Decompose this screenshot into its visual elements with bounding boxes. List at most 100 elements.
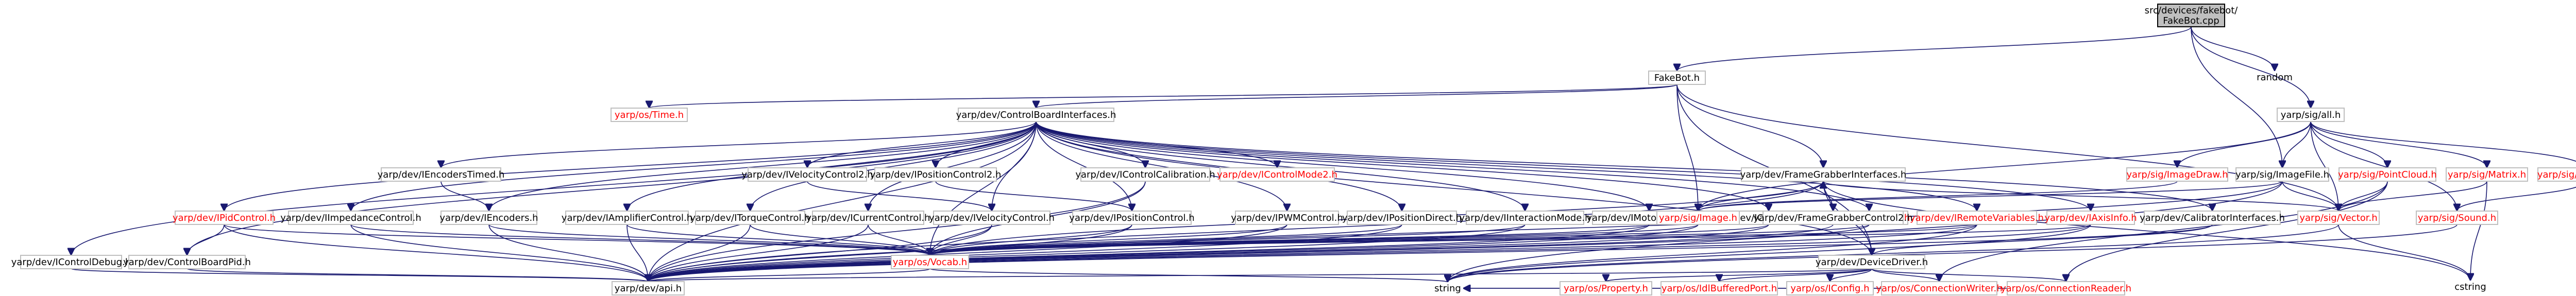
node-pidcontrol[interactable]: yarp/dev/IPidControl.h xyxy=(173,211,276,224)
edge-root-to-fakebot_h xyxy=(1677,27,2191,71)
edge-velocity2-to-velocity xyxy=(807,181,992,211)
node-label-amplifier: yarp/dev/IAmplifierControl.h xyxy=(562,213,692,223)
node-root[interactable]: src/devices/fakebot/FakeBot.cpp xyxy=(2145,4,2239,27)
node-interaction[interactable]: yarp/dev/IInteractionMode.h xyxy=(1460,211,1591,224)
node-label-pidcontrol: yarp/dev/IPidControl.h xyxy=(173,213,276,223)
node-api[interactable]: yarp/dev/api.h xyxy=(612,282,684,295)
node-matrix[interactable]: yarp/sig/Matrix.h xyxy=(2446,168,2528,181)
node-label-api: yarp/dev/api.h xyxy=(615,283,682,294)
node-framegrabber[interactable]: yarp/dev/FrameGrabberInterfaces.h xyxy=(1740,168,1907,181)
node-position[interactable]: yarp/dev/IPositionControl.h xyxy=(1069,211,1194,224)
node-sig_image[interactable]: yarp/sig/Image.h xyxy=(1657,211,1739,224)
edge-devicedriver-to-connreader xyxy=(1872,269,2066,282)
node-vocab[interactable]: yarp/os/Vocab.h xyxy=(891,255,969,269)
node-idl_bufferedport[interactable]: yarp/os/IdlBufferedPort.h xyxy=(1661,282,1777,295)
edge-devicedriver-to-api xyxy=(648,269,1872,282)
node-label-remotevariables: yarp/dev/IRemoteVariables.h xyxy=(1910,213,2044,223)
node-connreader[interactable]: yarp/os/ConnectionReader.h xyxy=(2001,282,2131,295)
node-label-position2: yarp/dev/IPositionControl2.h xyxy=(870,169,1002,180)
node-cstring[interactable]: cstring xyxy=(2454,282,2486,292)
node-label-imagedraw: yarp/sig/ImageDraw.h xyxy=(2126,169,2228,180)
node-label-encoders_timed: yarp/dev/IEncodersTimed.h xyxy=(378,169,505,180)
node-pointcloud[interactable]: yarp/sig/PointCloud.h xyxy=(2338,168,2437,181)
node-calibrator[interactable]: yarp/dev/CalibratorInterfaces.h xyxy=(2140,211,2285,224)
edge-cbi-to-vocab xyxy=(930,121,1036,255)
node-sig_vector[interactable]: yarp/sig/Vector.h xyxy=(2298,211,2379,224)
edge-interaction-to-api xyxy=(648,224,1525,282)
node-soundfile[interactable]: yarp/sig/SoundFile.h xyxy=(2537,168,2576,181)
node-fg_control2[interactable]: yarp/dev/FrameGrabberControl2.h xyxy=(1753,211,1912,224)
node-label-iencoders: yarp/dev/IEncoders.h xyxy=(439,213,538,223)
node-label-positiondirect: yarp/dev/IPositionDirect.h xyxy=(1342,213,1462,223)
node-encoders_timed[interactable]: yarp/dev/IEncodersTimed.h xyxy=(378,168,505,181)
node-label-controldebug: yarp/dev/IControlDebug.h xyxy=(11,257,131,268)
node-random[interactable]: random xyxy=(2257,72,2293,83)
node-label-torque: yarp/dev/ITorqueControl.h xyxy=(690,213,810,223)
node-yarp_os_time[interactable]: yarp/os/Time.h xyxy=(611,108,687,121)
node-current[interactable]: yarp/dev/ICurrentControl.h xyxy=(806,211,930,224)
node-imagedraw[interactable]: yarp/sig/ImageDraw.h xyxy=(2126,168,2228,181)
node-velocity2[interactable]: yarp/dev/IVelocityControl2.h xyxy=(741,168,873,181)
edge-controldebug-to-api xyxy=(71,269,648,282)
edge-yarp_sig_all-to-pointcloud xyxy=(2311,121,2387,168)
edge-root-to-random xyxy=(2191,27,2275,71)
node-sig_sound[interactable]: yarp/sig/Sound.h xyxy=(2416,211,2498,224)
edge-imagefile-to-sig_vector xyxy=(2282,181,2338,211)
node-label-sig_sound: yarp/sig/Sound.h xyxy=(2418,213,2496,223)
node-label-vocab: yarp/os/Vocab.h xyxy=(893,257,967,268)
node-label-controlmode: yarp/dev/IControlMode2.h xyxy=(1217,169,1337,180)
node-label-random: random xyxy=(2257,72,2293,83)
node-impedance[interactable]: yarp/dev/IImpedanceControl.h xyxy=(280,211,421,224)
node-cbi[interactable]: yarp/dev/ControlBoardInterfaces.h xyxy=(956,108,1116,121)
node-controldebug[interactable]: yarp/dev/IControlDebug.h xyxy=(11,255,131,269)
edge-yarp_sig_all-to-sig_sound xyxy=(2311,121,2457,211)
edge-pidcontrol-to-controlboardpid xyxy=(187,224,224,255)
node-label-pwm: yarp/dev/IPWMControl.h xyxy=(1231,213,1343,223)
edge-sig_image-to-api xyxy=(648,224,1698,282)
node-controlmode[interactable]: yarp/dev/IControlMode2.h xyxy=(1217,168,1337,181)
node-label-property: yarp/os/Property.h xyxy=(1564,283,1648,294)
node-label-yarp_os_time: yarp/os/Time.h xyxy=(615,110,684,120)
node-devicedriver[interactable]: yarp/dev/DeviceDriver.h xyxy=(1816,255,1928,269)
node-label-pointcloud: yarp/sig/PointCloud.h xyxy=(2338,169,2437,180)
node-label-soundfile: yarp/sig/SoundFile.h xyxy=(2537,169,2576,180)
node-string[interactable]: string xyxy=(1434,283,1461,294)
node-fakebot_h[interactable]: FakeBot.h xyxy=(1649,71,1705,84)
node-torque[interactable]: yarp/dev/ITorqueControl.h xyxy=(690,211,810,224)
edge-iencoders-to-api xyxy=(489,224,648,282)
node-yarp_sig_all[interactable]: yarp/sig/all.h xyxy=(2277,108,2344,121)
node-label-matrix: yarp/sig/Matrix.h xyxy=(2448,169,2526,180)
edge-cbi-to-impedance xyxy=(351,121,1036,211)
edge-yarp_sig_all-to-sig_image xyxy=(1698,121,2311,211)
edges-layer xyxy=(71,27,2576,288)
edge-yarp_sig_all-to-matrix xyxy=(2311,121,2487,168)
node-label-iconfig: yarp/os/IConfig.h xyxy=(1790,283,1869,294)
node-iconfig[interactable]: yarp/os/IConfig.h xyxy=(1787,282,1873,295)
edge-cbi-to-iencoders xyxy=(489,121,1036,211)
node-amplifier[interactable]: yarp/dev/IAmplifierControl.h xyxy=(562,211,692,224)
node-label-velocity2: yarp/dev/IVelocityControl2.h xyxy=(741,169,873,180)
node-label-fakebot_h: FakeBot.h xyxy=(1654,73,1700,83)
node-calibration[interactable]: yarp/dev/IControlCalibration.h xyxy=(1075,168,1215,181)
edge-fakebot_h-to-framegrabber xyxy=(1677,84,1823,168)
node-remotevariables[interactable]: yarp/dev/IRemoteVariables.h xyxy=(1910,211,2044,224)
edge-impedance-to-api xyxy=(351,224,648,282)
node-label-connwriter: yarp/os/ConnectionWriter.h xyxy=(1876,283,2002,294)
node-positiondirect[interactable]: yarp/dev/IPositionDirect.h xyxy=(1342,211,1462,224)
node-property[interactable]: yarp/os/Property.h xyxy=(1560,282,1652,295)
node-iencoders[interactable]: yarp/dev/IEncoders.h xyxy=(439,211,538,224)
edge-root-to-yarp_sig_all xyxy=(2191,27,2311,108)
node-imagefile[interactable]: yarp/sig/ImageFile.h xyxy=(2235,168,2329,181)
edge-cbi-to-remotevariables xyxy=(1036,121,1977,211)
edge-controlboardpid-to-api xyxy=(187,269,648,282)
node-label-calibrator: yarp/dev/CalibratorInterfaces.h xyxy=(2140,213,2285,223)
node-label-imagefile: yarp/sig/ImageFile.h xyxy=(2235,169,2329,180)
node-velocity[interactable]: yarp/dev/IVelocityControl.h xyxy=(929,211,1055,224)
node-label-sig_vector: yarp/sig/Vector.h xyxy=(2299,213,2377,223)
node-controlboardpid[interactable]: yarp/dev/ControlBoardPid.h xyxy=(123,255,251,269)
node-position2[interactable]: yarp/dev/IPositionControl2.h xyxy=(870,168,1002,181)
node-iaxisinfo[interactable]: yarp/dev/IAxisInfo.h xyxy=(2044,211,2137,224)
edge-imotor-to-api xyxy=(648,224,1869,282)
node-connwriter[interactable]: yarp/os/ConnectionWriter.h xyxy=(1876,282,2002,295)
node-pwm[interactable]: yarp/dev/IPWMControl.h xyxy=(1231,211,1343,224)
